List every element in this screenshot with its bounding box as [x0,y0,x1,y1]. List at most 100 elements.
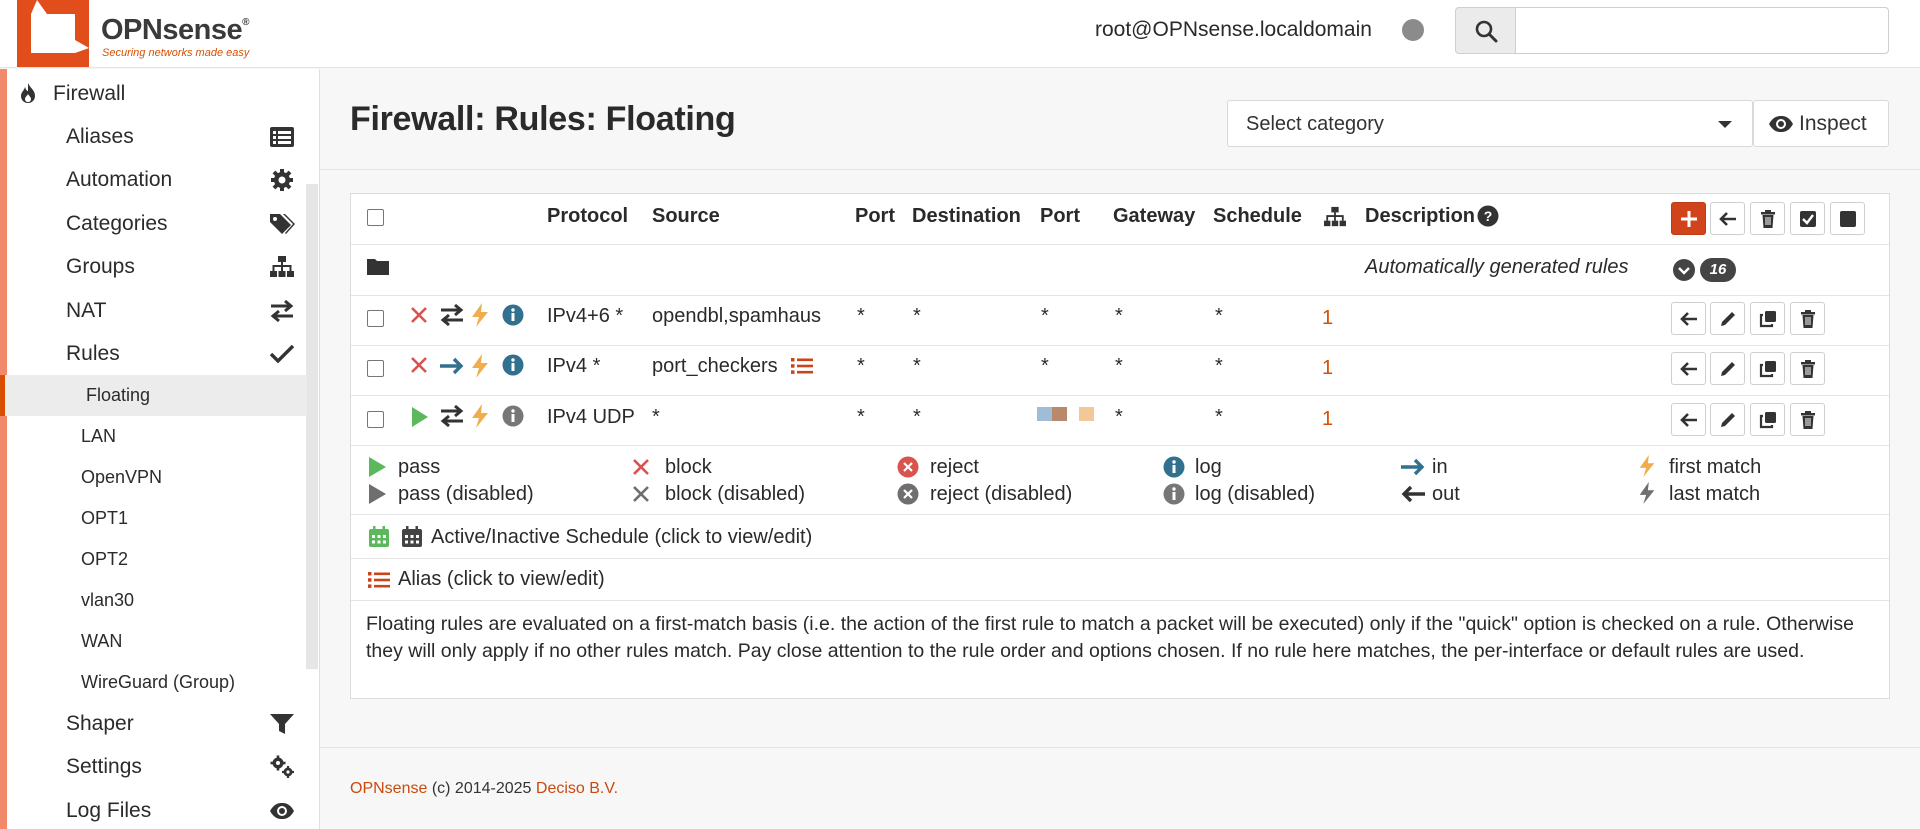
row-source-port: * [857,305,865,327]
info-disabled-icon[interactable] [502,405,524,427]
chevron-down-icon[interactable] [1673,259,1695,281]
legend-reject-disabled: reject (disabled) [930,483,1073,505]
block-icon[interactable] [410,306,428,324]
sidebar-subitem-opt2[interactable]: OPT2 [7,539,307,580]
row-evaluations[interactable]: 1 [1322,408,1334,430]
row-evaluations[interactable]: 1 [1322,307,1334,329]
sidebar-subitem-wan[interactable]: WAN [7,621,307,662]
row-destination: * [913,355,921,377]
sidebar-section-firewall[interactable]: Firewall [7,72,307,115]
arrow-left-icon [1401,485,1425,503]
sidebar-item-groups[interactable]: Groups [7,245,307,288]
block-icon[interactable] [410,356,428,374]
delete-rule-button[interactable] [1790,352,1825,385]
search-input[interactable] [1515,7,1889,54]
help-icon[interactable]: ? [1477,205,1499,227]
port-swatch [1079,407,1094,421]
col-schedule[interactable]: Schedule [1213,205,1302,227]
edit-rule-button[interactable] [1710,302,1745,335]
sidebar-item-label: Aliases [66,125,134,148]
move-rule-button[interactable] [1671,352,1706,385]
list-icon [270,127,294,147]
row-checkbox[interactable] [367,360,384,377]
footer-deciso-link[interactable]: Deciso B.V. [535,780,619,797]
row-source[interactable]: opendbl,spamhaus [652,305,822,327]
row-checkbox[interactable] [367,310,384,327]
row-destination-port-ports[interactable] [1037,407,1097,421]
sidebar-subitem-vlan30[interactable]: vlan30 [7,580,307,621]
col-gateway[interactable]: Gateway [1113,205,1196,227]
sidebar-subitem-label: WireGuard (Group) [81,672,236,692]
col-source-port[interactable]: Port [855,205,895,227]
sidebar-item-rules[interactable]: Rules [7,332,307,375]
inspect-button[interactable]: Inspect [1753,100,1889,147]
sidebar-subitem-openvpn[interactable]: OpenVPN [7,457,307,498]
add-rule-button[interactable] [1671,202,1706,235]
move-selected-button[interactable] [1710,202,1745,235]
delete-selected-button[interactable] [1750,202,1785,235]
exchange-icon [440,303,464,327]
sidebar-subitem-floating[interactable]: Floating [0,375,307,416]
clone-rule-button[interactable] [1750,352,1785,385]
brand-name: OPNsense® [101,14,249,46]
col-description[interactable]: Description [1365,205,1476,227]
opnsense-logo[interactable]: OPNsense® Securing networks made easy [17,0,257,68]
category-select-value: Select category [1246,113,1384,135]
edit-rule-button[interactable] [1710,403,1745,436]
user-name[interactable]: root@OPNsense.localdomain [1095,18,1372,41]
footer-opnsense-link[interactable]: OPNsense [350,780,428,797]
sidebar-item-automation[interactable]: Automation [7,158,307,201]
row-source[interactable]: port_checkers [652,355,778,377]
port-swatch [1052,407,1067,421]
row-evaluations[interactable]: 1 [1322,357,1334,379]
sidebar-item-settings[interactable]: Settings [7,745,307,788]
sidebar-scrollbar[interactable] [306,184,318,669]
move-rule-button[interactable] [1671,302,1706,335]
folder-icon[interactable] [366,256,390,276]
row-checkbox[interactable] [367,411,384,428]
col-protocol[interactable]: Protocol [547,205,629,227]
info-icon[interactable] [502,354,524,376]
gear-icon [271,169,293,191]
trash-icon [1801,360,1815,378]
delete-rule-button[interactable] [1790,403,1825,436]
row-protocol: IPv4 * [547,355,601,377]
bolt-icon [472,354,488,378]
delete-rule-button[interactable] [1790,302,1825,335]
sidebar-item-categories[interactable]: Categories [7,202,307,245]
clone-icon [1759,311,1776,328]
sidebar-item-nat[interactable]: NAT [7,289,307,332]
category-select[interactable]: Select category [1227,100,1753,147]
sidebar-subitem-label: OPT1 [81,508,129,528]
clone-rule-button[interactable] [1750,403,1785,436]
col-destination-port[interactable]: Port [1040,205,1080,227]
enable-selected-button[interactable] [1790,202,1825,235]
status-indicator-icon[interactable] [1402,19,1424,41]
move-rule-button[interactable] [1671,403,1706,436]
info-icon[interactable] [502,304,524,326]
footer-divider [320,747,1920,748]
col-source[interactable]: Source [652,205,720,227]
clone-rule-button[interactable] [1750,302,1785,335]
row-source-port: * [857,355,865,377]
col-destination[interactable]: Destination [912,205,1021,227]
edit-rule-button[interactable] [1710,352,1745,385]
sidebar-item-log-files[interactable]: Log Files [7,789,307,829]
sidebar-subitem-lan[interactable]: LAN [7,416,307,457]
bolt-icon [472,303,488,327]
select-all-checkbox[interactable] [367,209,384,226]
search-button[interactable] [1455,7,1516,54]
auto-rules-label: Automatically generated rules [1365,256,1629,278]
pass-icon[interactable] [411,406,429,428]
row-protocol: IPv4+6 * [547,305,624,327]
alias-list-icon[interactable] [790,356,814,376]
disable-selected-button[interactable] [1830,202,1865,235]
sidebar-item-aliases[interactable]: Aliases [7,115,307,158]
logo-mark-icon [17,0,89,67]
check-icon [269,344,295,364]
sidebar-item-shaper[interactable]: Shaper [7,702,307,745]
sidebar-subitem-opt1[interactable]: OPT1 [7,498,307,539]
sidebar-subitem-wireguard[interactable]: WireGuard (Group) [7,662,307,703]
sidebar-item-label: NAT [66,299,107,322]
sidebar-item-label: Log Files [66,799,152,822]
